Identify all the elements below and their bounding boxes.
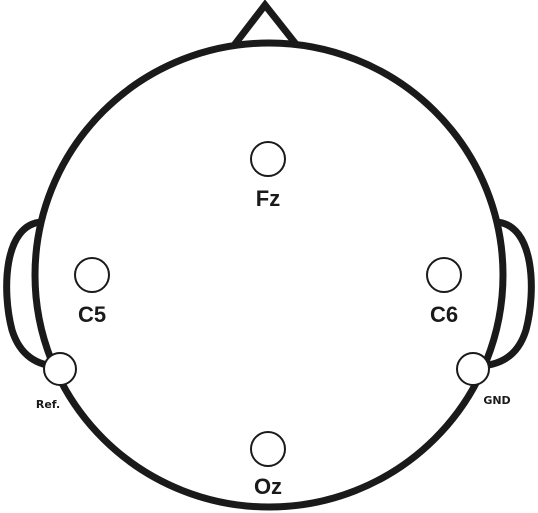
electrode-c6-circle xyxy=(426,257,462,293)
reference-electrode-circle xyxy=(43,352,77,386)
electrode-fz-circle xyxy=(250,141,286,177)
electrode-oz-label: Oz xyxy=(254,474,282,499)
electrode-oz-circle xyxy=(250,431,286,467)
electrode-c6-label: C6 xyxy=(430,302,458,327)
right-ear-shape xyxy=(475,218,535,370)
ground-electrode-circle xyxy=(456,352,490,386)
electrode-c5-label: C5 xyxy=(78,302,106,327)
head-outline xyxy=(31,39,507,511)
nose-shape xyxy=(229,0,302,51)
reference-label: Ref. xyxy=(36,398,60,411)
left-ear-shape xyxy=(3,218,59,370)
ground-label: GND xyxy=(483,394,510,407)
electrode-fz-label: Fz xyxy=(256,186,280,211)
electrode-c5-circle xyxy=(74,257,110,293)
